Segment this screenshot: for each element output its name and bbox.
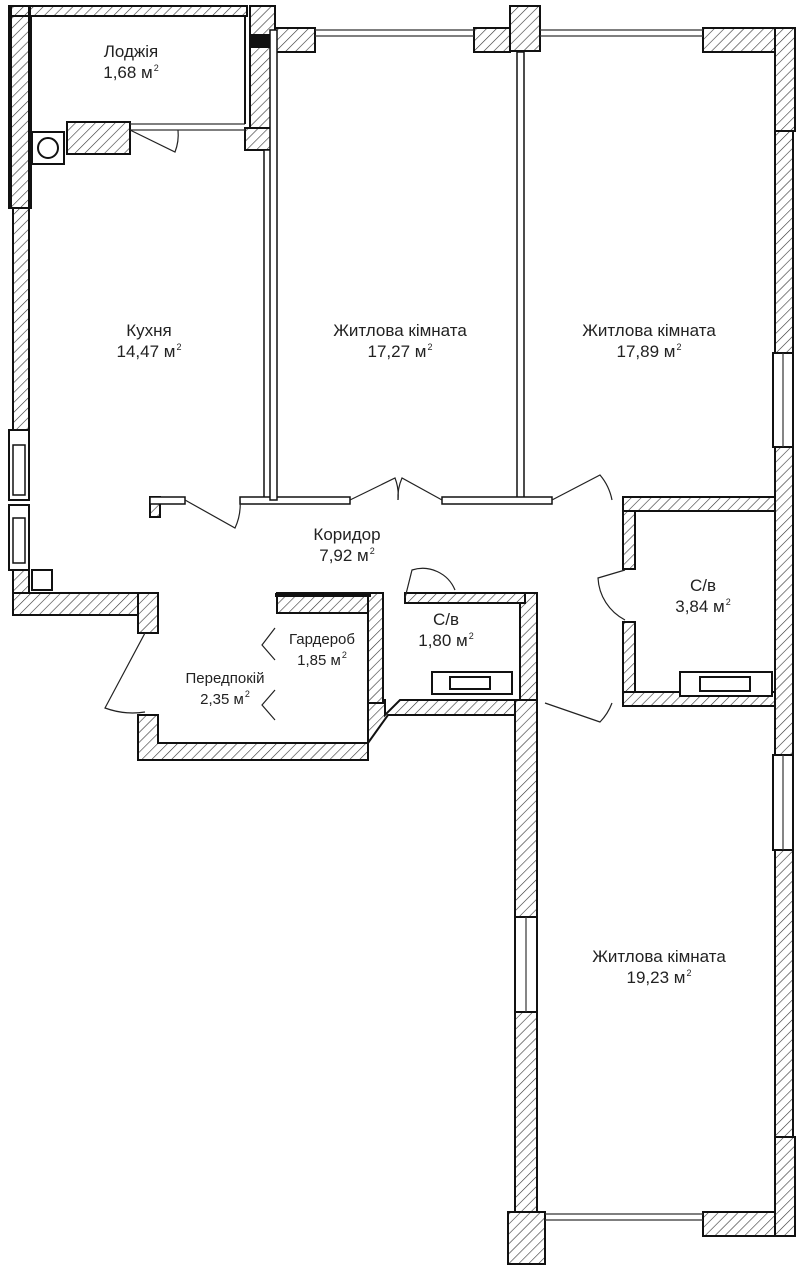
wall-top-left	[274, 27, 316, 53]
room-label-wardrobe: Гардероб 1,85 м2	[289, 631, 355, 671]
wall-kitchen-top	[66, 121, 131, 155]
room-name: Коридор	[313, 525, 381, 544]
room-name: С/в	[432, 610, 460, 629]
room-area: 1,68 м2	[103, 63, 159, 83]
column-upper-mid	[509, 5, 541, 52]
room-name: Житлова кімната	[592, 947, 726, 966]
wall-kitchen-top-right	[244, 127, 274, 151]
corner-shaft	[31, 569, 53, 591]
wall-bottom-right	[702, 1211, 776, 1237]
room-area: 19,23 м2	[626, 968, 692, 988]
room-name: Передпокій	[185, 670, 265, 687]
room-area: 2,35 м2	[200, 688, 250, 708]
wall-right-upper	[774, 130, 794, 354]
room-area: 14,47 м2	[116, 342, 182, 362]
room-label-loggia: Лоджія 1,68 м2	[103, 41, 159, 84]
wall-kitchen-bottom	[12, 592, 159, 616]
doors	[104, 129, 626, 723]
fixtures	[31, 131, 773, 697]
room-area: 17,27 м2	[367, 342, 433, 362]
room-label-bath-small: С/в 1,80 м2	[418, 609, 474, 652]
room-label-living1: Житлова кімната 17,27 м2	[333, 320, 467, 363]
room-name: Гардероб	[289, 631, 355, 648]
vent-shaft	[31, 131, 65, 165]
wall-bath-small-left	[367, 592, 384, 704]
room-name: С/в	[689, 576, 717, 595]
wall-bath-large-top	[622, 496, 776, 512]
room-name: Житлова кімната	[333, 321, 467, 340]
wall-bath-large-left-upper	[622, 510, 636, 570]
room-label-living3: Житлова кімната 19,23 м2	[592, 946, 726, 989]
room-label-living2: Житлова кімната 17,89 м2	[582, 320, 716, 363]
wall-left-top	[8, 5, 32, 209]
room-name: Житлова кімната	[582, 321, 716, 340]
room-area: 1,80 м2	[418, 631, 474, 651]
wall-entrance-post	[137, 592, 159, 634]
room-area: 7,92 м2	[319, 546, 375, 566]
wall-right-lower	[774, 849, 794, 1138]
room-area: 1,85 м2	[297, 649, 347, 669]
wall-right-bottom	[774, 1136, 796, 1237]
wall-bath-small-top	[404, 592, 526, 604]
wall-bath-large-left-lower	[622, 621, 636, 703]
wall-top-mid	[473, 27, 511, 53]
room-area: 17,89 м2	[616, 342, 682, 362]
wall-top-right	[702, 27, 776, 53]
room-label-bath-large: С/в 3,84 м2	[675, 575, 731, 618]
wall-loggia-top	[8, 5, 248, 17]
room-label-kitchen: Кухня 14,47 м2	[117, 320, 182, 363]
partitions	[149, 29, 553, 505]
structural-walls	[8, 5, 796, 1265]
wall-hall-bottom	[137, 699, 521, 761]
room-area: 3,84 м2	[675, 597, 731, 617]
wall-left-mid	[12, 207, 30, 434]
room-name: Кухня	[126, 321, 172, 340]
loggia-outline	[30, 16, 246, 124]
room-name: Лоджія	[103, 42, 159, 61]
wall-right-top	[774, 27, 796, 132]
column-bottom-left	[507, 1211, 546, 1265]
room-label-corridor: Коридор 7,92 м2	[313, 524, 380, 567]
room-label-hall: Передпокій 2,35 м2	[186, 670, 265, 710]
windows	[8, 29, 794, 1221]
solid-walls	[9, 6, 371, 597]
wall-bath-small-right	[519, 592, 538, 704]
wall-right-mid	[774, 446, 794, 756]
